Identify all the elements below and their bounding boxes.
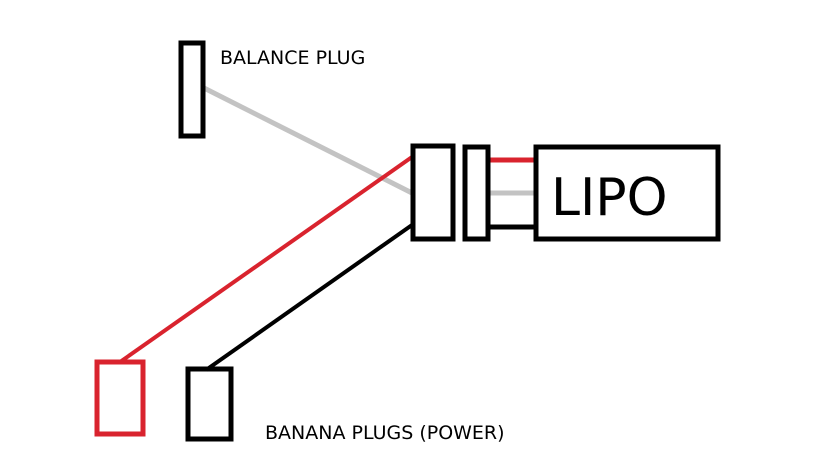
positive-wire [118,155,414,364]
banana-plug-negative [185,366,234,442]
adapter-connector [410,143,456,242]
banana-plug-positive [94,359,146,437]
balance-wire [202,85,414,196]
balance-plug-label: BALANCE PLUG [220,47,365,69]
banana-plugs-label: BANANA PLUGS (POWER) [265,422,505,444]
lipo-label: LIPO [551,168,668,228]
battery-connector [462,144,491,242]
negative-wire [204,223,414,372]
balance-plug [178,40,206,139]
lipo-battery [533,144,721,242]
